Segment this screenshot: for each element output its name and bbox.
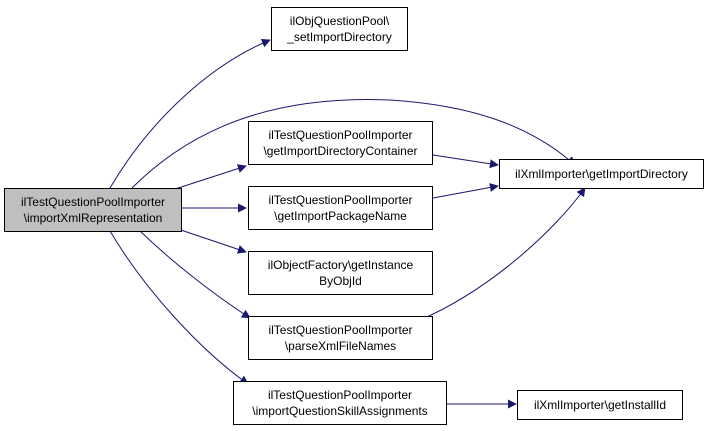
node-label-line1: ilTestQuestionPoolImporter xyxy=(20,195,166,209)
node-label-line2: \parseXmlFileNames xyxy=(284,339,397,353)
edge-root-to-get-import-directory-container xyxy=(171,164,247,191)
edge-container-to-get-import-directory xyxy=(432,154,499,169)
node-label-line2: \importQuestionSkillAssignments xyxy=(252,404,428,418)
node-label-line1: ilObjQuestionPool\ xyxy=(289,14,390,28)
node-label-line2: \importXmlRepresentation xyxy=(23,211,163,225)
edge-parse-xml-to-get-import-directory xyxy=(419,187,586,321)
node-label-line1: ilObjectFactory\getInstance xyxy=(267,258,414,272)
node-label-line1: ilTestQuestionPoolImporter xyxy=(268,193,413,207)
node-get-import-directory-container[interactable]: ilTestQuestionPoolImporter \getImportDir… xyxy=(248,121,433,165)
edge-package-name-to-get-import-directory xyxy=(432,183,499,199)
node-get-import-directory[interactable]: ilXmlImporter\getImportDirectory xyxy=(499,159,704,189)
node-label-line1: ilXmlImporter\getInstallId xyxy=(533,398,667,412)
node-import-question-skill-assignments[interactable]: ilTestQuestionPoolImporter \importQuesti… xyxy=(233,381,447,425)
node-get-import-package-name[interactable]: ilTestQuestionPoolImporter \getImportPac… xyxy=(248,186,433,230)
node-label-line2: \getImportPackageName xyxy=(274,209,407,223)
node-label-line2: \getImportDirectoryContainer xyxy=(263,144,418,158)
edge-root-to-set-import-directory xyxy=(109,38,271,189)
node-get-install-id[interactable]: ilXmlImporter\getInstallId xyxy=(517,390,683,420)
node-label-line2: ByObjId xyxy=(319,274,362,288)
node-label-line1: ilTestQuestionPoolImporter xyxy=(267,388,413,402)
node-import-xml-representation: ilTestQuestionPoolImporter \importXmlRep… xyxy=(4,188,182,232)
edge-root-to-get-instance-by-obj-id xyxy=(171,226,247,254)
node-label-line1: ilTestQuestionPoolImporter xyxy=(268,128,413,142)
node-label-line1: ilXmlImporter\getImportDirectory xyxy=(515,167,688,181)
node-get-instance-by-obj-id[interactable]: ilObjectFactory\getInstance ByObjId xyxy=(248,251,433,295)
node-label-line1: ilTestQuestionPoolImporter xyxy=(268,323,413,337)
edge-root-to-import-skill-assignments xyxy=(109,230,249,385)
node-label-line2: _setImportDirectory xyxy=(287,30,392,44)
node-set-import-directory[interactable]: ilObjQuestionPool\ _setImportDirectory xyxy=(271,7,408,51)
node-parse-xml-file-names[interactable]: ilTestQuestionPoolImporter \parseXmlFile… xyxy=(248,316,433,360)
edge-root-to-parse-xml-file-names xyxy=(139,230,251,319)
edge-root-to-get-import-directory-curve xyxy=(131,99,576,189)
